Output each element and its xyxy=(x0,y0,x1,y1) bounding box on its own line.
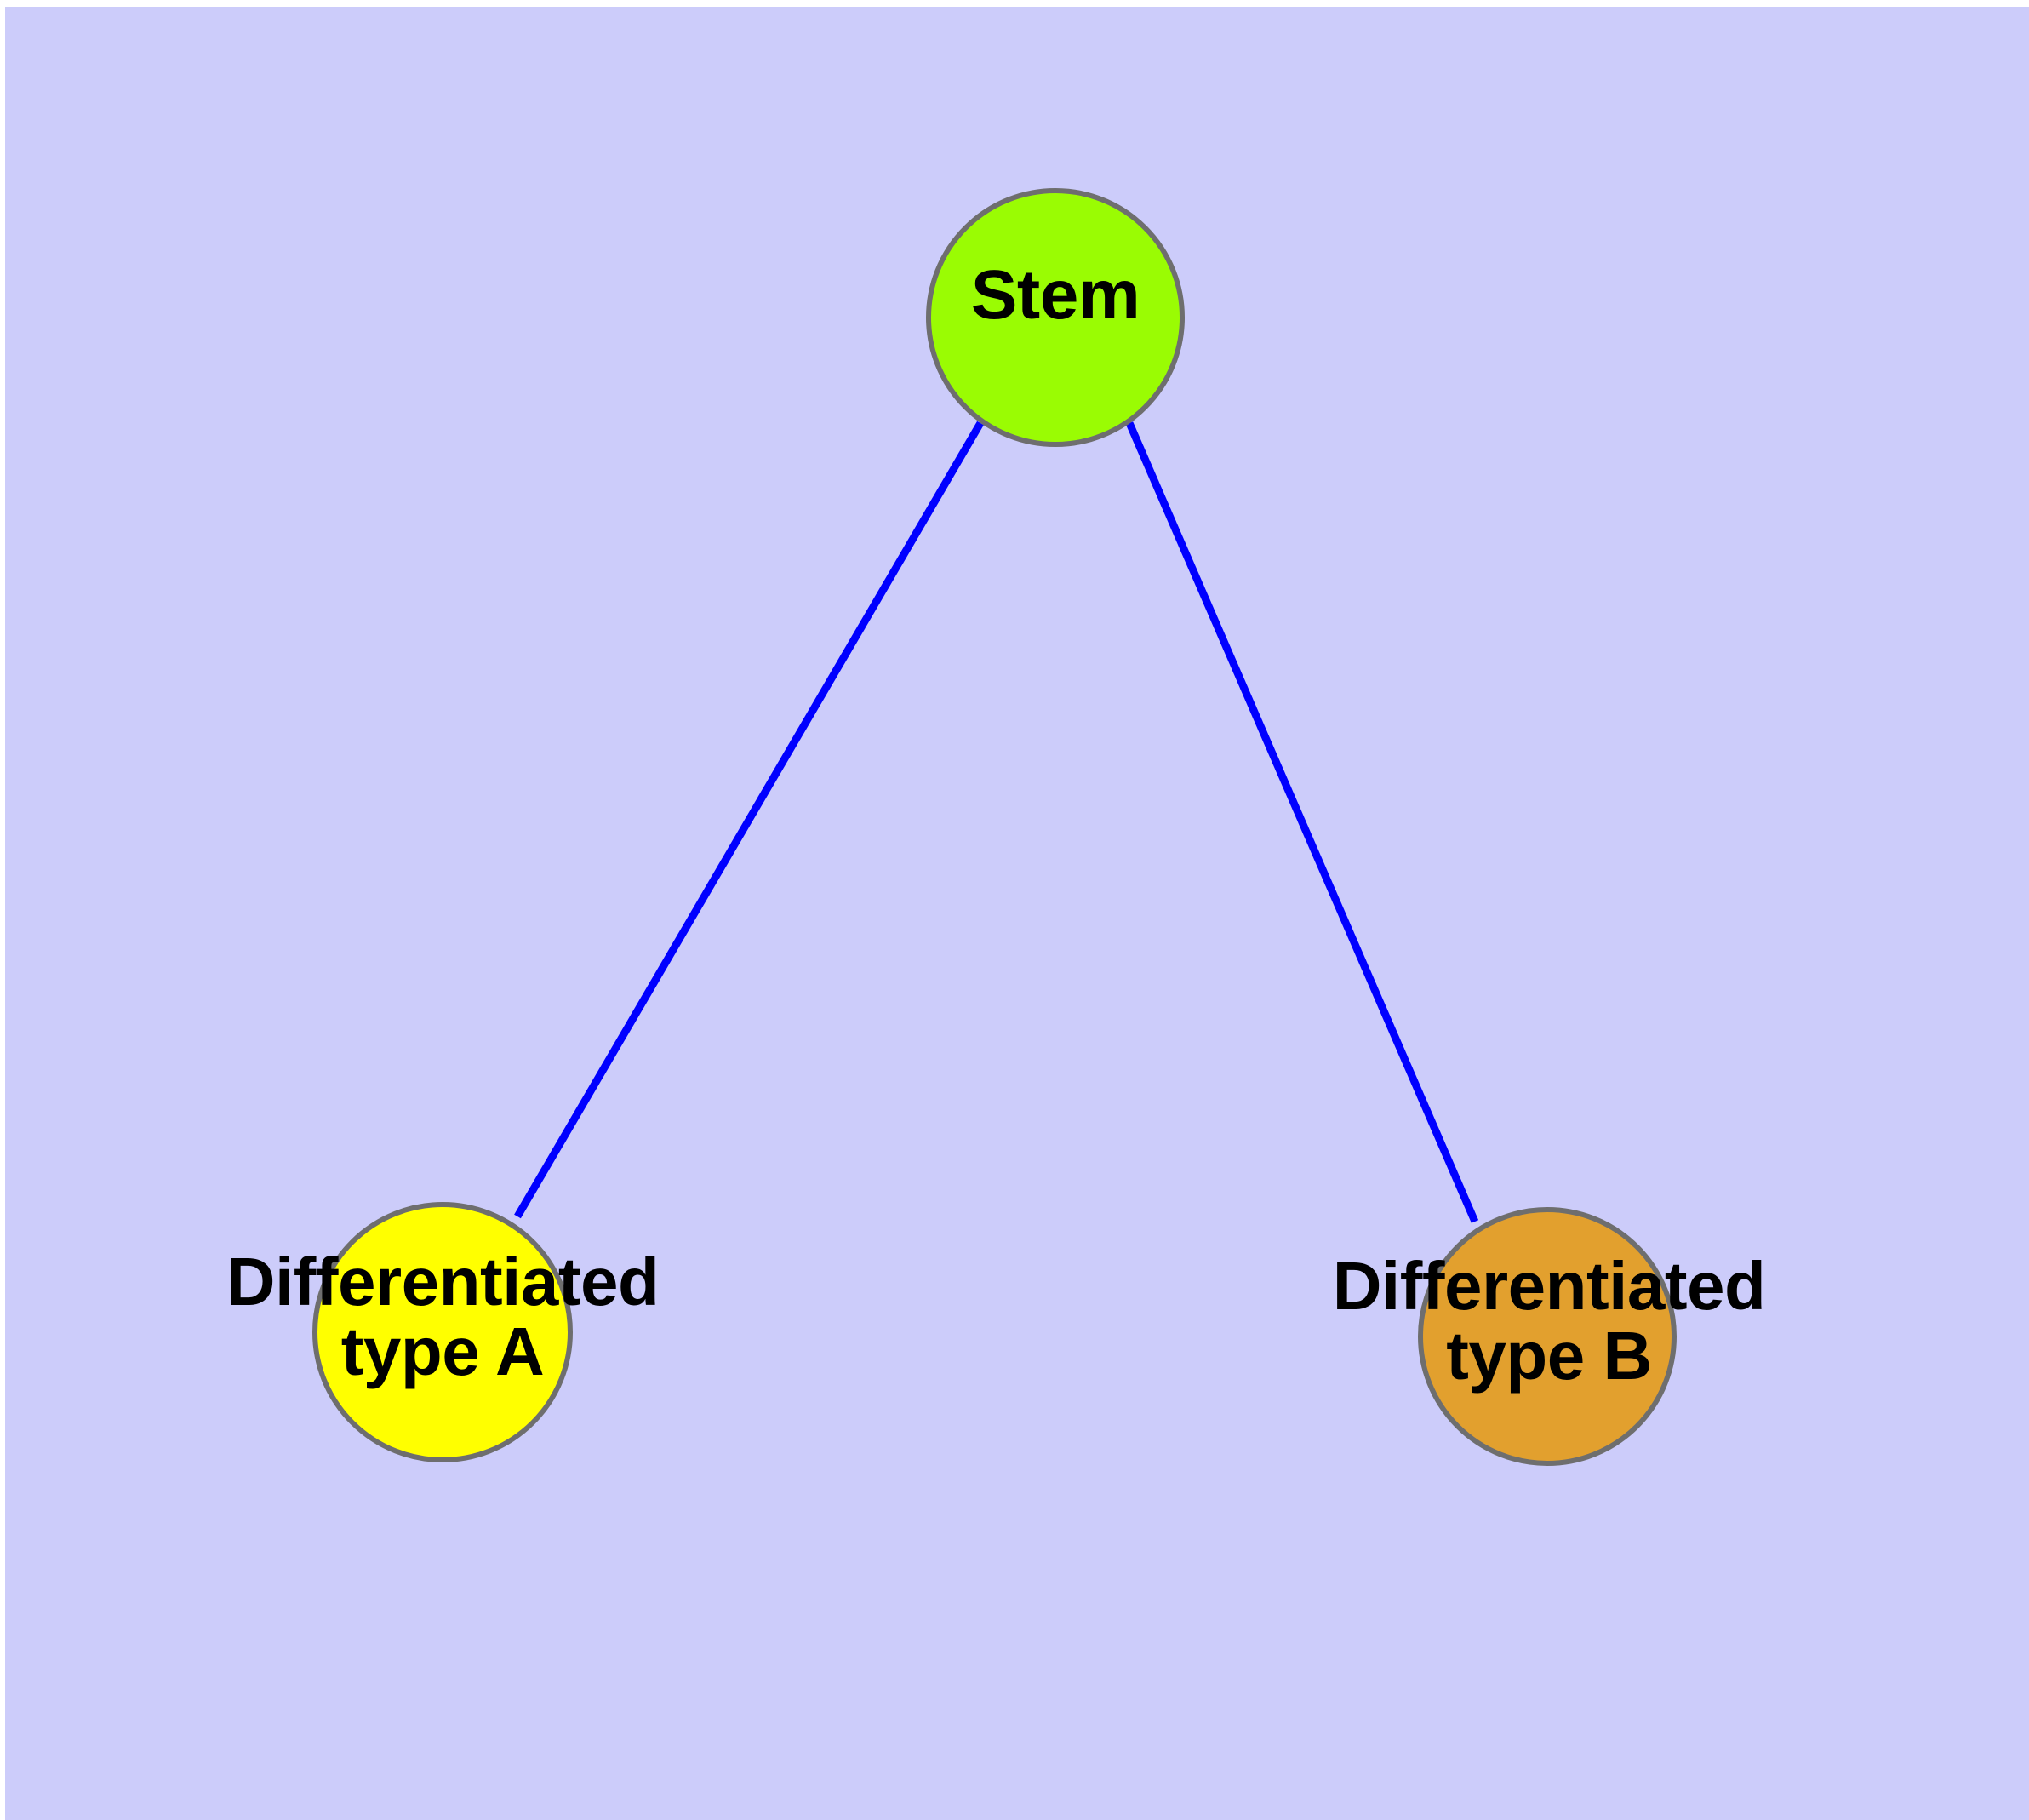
edge-layer xyxy=(514,421,1479,1223)
node-stem-circle[interactable] xyxy=(926,188,1185,447)
node-diff-a-circle[interactable] xyxy=(312,1202,573,1462)
node-layer xyxy=(312,188,1677,1466)
edge-stem-to-diff-b[interactable] xyxy=(1125,421,1479,1223)
node-diff-b-circle[interactable] xyxy=(1418,1207,1677,1466)
edge-stem-to-diff-a[interactable] xyxy=(514,421,984,1219)
